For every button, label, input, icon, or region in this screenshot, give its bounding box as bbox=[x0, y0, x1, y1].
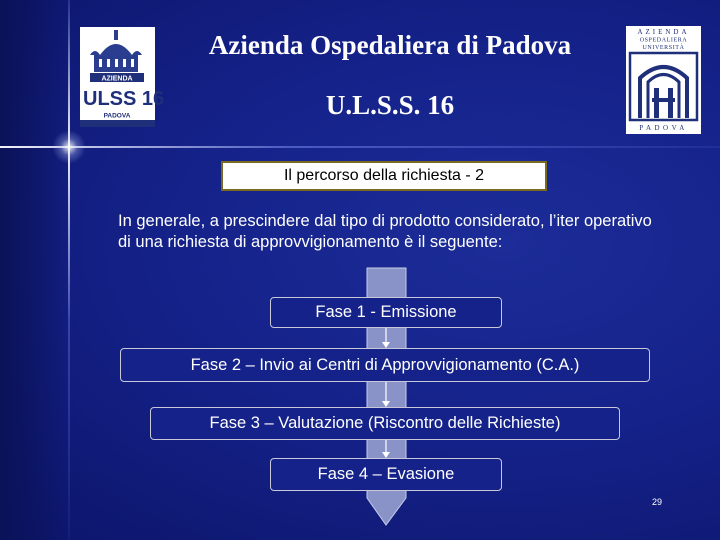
slide-number: 29 bbox=[652, 497, 663, 507]
decorative-sparkle bbox=[52, 130, 86, 164]
phase-1-box: Fase 1 - Emissione bbox=[270, 297, 502, 328]
logo-right-line-3: UNIVERSITÀ bbox=[643, 43, 685, 51]
logo-right-line-1: AZIENDA bbox=[637, 28, 689, 36]
logo-left-line-2: ULSS 16 bbox=[83, 88, 164, 110]
decorative-horizontal-line bbox=[0, 146, 720, 148]
phase-3-box: Fase 3 – Valutazione (Riscontro delle Ri… bbox=[150, 407, 620, 440]
ulss16-logo: AZIENDA ULSS 16 PADOVA bbox=[80, 27, 164, 127]
phase-4-box: Fase 4 – Evasione bbox=[270, 458, 502, 491]
azienda-ospedaliera-logo: AZIENDA OSPEDALIERA UNIVERSITÀ PADOVA bbox=[626, 26, 701, 134]
phase-3-label: Fase 3 – Valutazione (Riscontro delle Ri… bbox=[209, 414, 561, 432]
phase-1-label: Fase 1 - Emissione bbox=[315, 303, 457, 321]
slide-subtitle-box: Il percorso della richiesta - 2 bbox=[221, 161, 547, 191]
header-title: Azienda Ospedaliera di Padova bbox=[208, 30, 572, 60]
phase-4-label: Fase 4 – Evasione bbox=[317, 465, 455, 483]
logo-left-line-1: AZIENDA bbox=[101, 76, 132, 83]
logo-right-line-4: PADOVA bbox=[639, 124, 688, 132]
intro-text: In generale, a prescindere dal tipo di p… bbox=[118, 212, 652, 251]
logo-right-line-2: OSPEDALIERA bbox=[640, 38, 688, 44]
phase-2-box: Fase 2 – Invio ai Centri di Approvvigion… bbox=[120, 348, 650, 382]
decorative-vertical-line bbox=[68, 0, 70, 540]
header-subtitle: U.L.S.S. 16 bbox=[325, 90, 455, 120]
slide-subtitle: Il percorso della richiesta - 2 bbox=[283, 167, 485, 184]
phase-2-label: Fase 2 – Invio ai Centri di Approvvigion… bbox=[190, 355, 580, 374]
logo-left-line-3: PADOVA bbox=[104, 113, 131, 120]
left-shade bbox=[0, 0, 68, 540]
